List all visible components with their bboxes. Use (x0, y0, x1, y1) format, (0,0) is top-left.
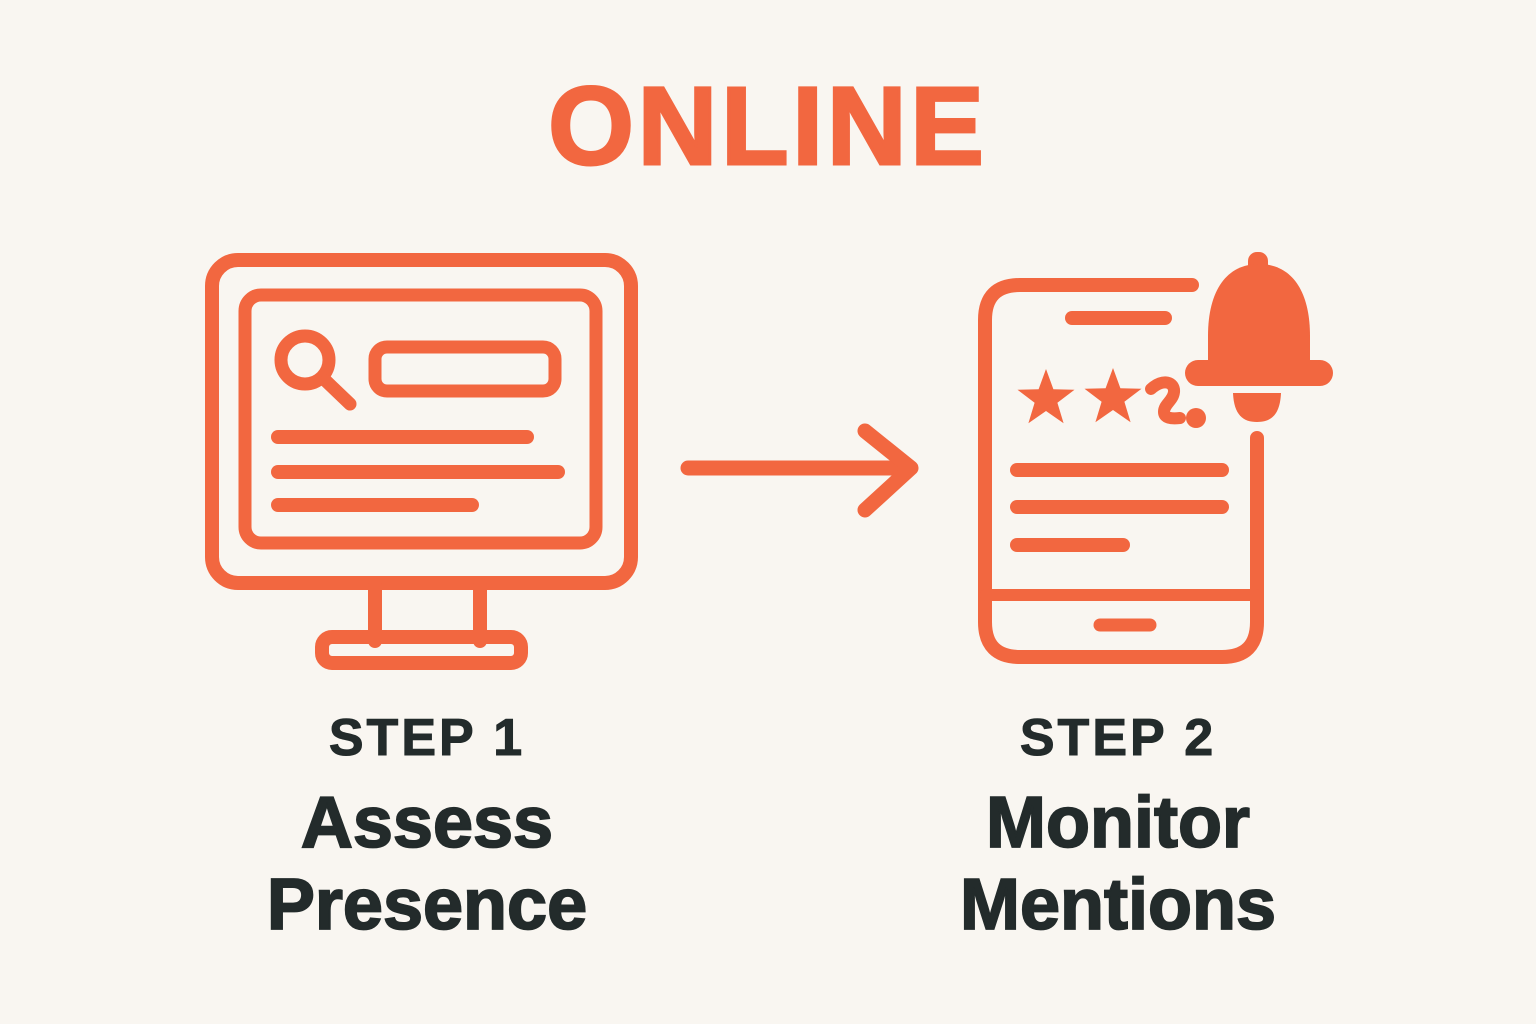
tablet-body (978, 278, 1264, 664)
step-2-label: STEP 2 (1019, 709, 1217, 767)
monitor-frame (205, 253, 638, 590)
monitor-screen (238, 288, 603, 550)
monitor-search-icon (205, 253, 638, 670)
step-2-title-line-1: Monitor (985, 783, 1251, 863)
star-icon (1017, 369, 1075, 424)
notification-bell-icon (1185, 252, 1333, 422)
arrow-right-icon (680, 423, 919, 518)
star-icon (1084, 368, 1142, 423)
step-1-title-line-2: Presence (266, 865, 588, 945)
search-bar (368, 340, 562, 398)
step-1-title-line-1: Assess (300, 783, 554, 863)
tablet-reviews-icon (978, 252, 1333, 664)
search-icon (274, 329, 357, 411)
page-title: ONLINE (547, 65, 988, 188)
step-1-label: STEP 1 (328, 709, 526, 767)
step-2-title-line-2: Mentions (959, 865, 1277, 945)
partial-star-icon (1145, 376, 1206, 428)
monitor-stand (315, 578, 528, 670)
